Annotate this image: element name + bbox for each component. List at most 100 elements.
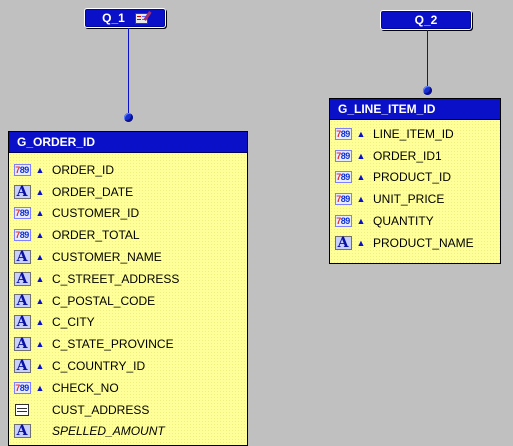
- column-row[interactable]: A ▲ ORDER_DATE: [9, 181, 247, 203]
- column-type-icon-wrap: 789: [12, 207, 32, 220]
- number-type-icon: 789: [334, 127, 352, 140]
- source-arrow-icon: ▲: [35, 382, 45, 393]
- q1-connector-dot: [124, 113, 133, 122]
- column-name: ORDER_ID: [52, 162, 115, 177]
- column-row[interactable]: A▲CUSTOMER_NAME: [9, 246, 247, 268]
- source-arrow-icon: ▲: [356, 194, 366, 205]
- column-type-icon-wrap: A: [333, 235, 353, 250]
- column-row[interactable]: 789 ▲ UNIT_PRICE: [330, 188, 500, 210]
- query-q1[interactable]: Q_1: [84, 8, 166, 28]
- column-row[interactable]: 789▲ORDER_ID1: [330, 145, 500, 167]
- column-type-icon-wrap: [12, 403, 32, 416]
- column-name: SPELLED_AMOUNT: [52, 424, 165, 439]
- source-arrow-icon: ▲: [356, 172, 366, 183]
- column-row[interactable]: A▲C_POSTAL_CODE: [9, 290, 247, 312]
- character-type-icon: A: [13, 293, 31, 308]
- source-arrow-icon: ▲: [356, 128, 366, 139]
- column-type-icon-wrap: 789: [333, 171, 353, 184]
- column-name: ORDER_TOTAL: [52, 228, 140, 243]
- column-row[interactable]: 789 ▲ CUSTOMER_ID: [9, 203, 247, 225]
- column-row[interactable]: 789 ▲ CHECK_NO: [9, 377, 247, 399]
- source-arrow-icon: ▲: [35, 317, 45, 328]
- number-type-icon: 789: [13, 163, 31, 176]
- column-name: PRODUCT_NAME: [373, 235, 474, 250]
- character-type-icon: A: [13, 337, 31, 352]
- column-type-icon-wrap: A: [12, 337, 32, 352]
- source-arrow-icon: ▲: [35, 208, 45, 219]
- column-name: C_STATE_PROVINCE: [52, 337, 174, 352]
- number-type-icon: 789: [13, 207, 31, 220]
- q1-connector-line: [128, 28, 129, 116]
- column-name: QUANTITY: [373, 214, 434, 229]
- query-q2[interactable]: Q_2: [380, 10, 472, 30]
- q2-connector-line: [427, 30, 428, 90]
- column-name: UNIT_PRICE: [373, 192, 445, 207]
- column-type-icon-wrap: A: [12, 315, 32, 330]
- column-type-icon-wrap: A: [12, 184, 32, 199]
- record-type-icon: [15, 403, 29, 416]
- column-type-icon-wrap: 789: [12, 381, 32, 394]
- number-type-icon: 789: [334, 215, 352, 228]
- column-name: CUSTOMER_ID: [52, 206, 140, 221]
- column-name: ORDER_DATE: [52, 184, 134, 199]
- column-name: CHECK_NO: [52, 380, 119, 395]
- column-type-icon-wrap: 789: [333, 193, 353, 206]
- source-arrow-icon: ▲: [35, 230, 45, 241]
- column-name: C_CITY: [52, 315, 95, 330]
- column-row[interactable]: A ▲ C_CITY: [9, 312, 247, 334]
- column-name: LINE_ITEM_ID: [373, 126, 454, 141]
- source-arrow-icon: ▲: [35, 339, 45, 350]
- number-type-icon: 789: [13, 381, 31, 394]
- group-order-id[interactable]: G_ORDER_ID 789 ▲ ORDER_ID A ▲ ORDER_DATE 789 ▲ C…: [8, 131, 248, 446]
- column-name: PRODUCT_ID: [373, 170, 452, 185]
- column-type-icon-wrap: 789: [12, 229, 32, 242]
- column-row[interactable]: 789 ▲ LINE_ITEM_ID: [330, 123, 500, 145]
- number-type-icon: 789: [334, 149, 352, 162]
- source-arrow-icon: ▲: [35, 252, 45, 263]
- character-type-icon: A: [13, 315, 31, 330]
- column-type-icon-wrap: A: [12, 359, 32, 374]
- column-row[interactable]: A ▲ PRODUCT_NAME: [330, 232, 500, 254]
- source-arrow-icon: ▲: [356, 237, 366, 248]
- column-type-icon-wrap: 789: [333, 127, 353, 140]
- character-type-icon: A: [13, 184, 31, 199]
- column-row[interactable]: CUST_ADDRESS: [9, 399, 247, 421]
- character-type-icon: A: [13, 359, 31, 374]
- column-name: C_COUNTRY_ID: [52, 359, 146, 374]
- character-type-icon: A: [13, 424, 31, 439]
- query-q1-label: Q_1: [102, 11, 125, 25]
- character-type-icon: A: [334, 235, 352, 250]
- group-order-id-title[interactable]: G_ORDER_ID: [9, 132, 247, 153]
- group-line-item-id-title[interactable]: G_LINE_ITEM_ID: [330, 99, 500, 120]
- source-arrow-icon: ▲: [35, 361, 45, 372]
- column-name: C_STREET_ADDRESS: [52, 271, 180, 286]
- number-type-icon: 789: [13, 229, 31, 242]
- source-arrow-icon: ▲: [356, 150, 366, 161]
- character-type-icon: A: [13, 250, 31, 265]
- column-type-icon-wrap: A: [12, 293, 32, 308]
- column-row[interactable]: 789 ▲ QUANTITY: [330, 210, 500, 232]
- character-type-icon: A: [13, 271, 31, 286]
- column-row[interactable]: 789 ▲ ORDER_ID: [9, 159, 247, 181]
- q2-connector-dot: [423, 86, 432, 95]
- source-arrow-icon: ▲: [356, 216, 366, 227]
- column-row[interactable]: 789▲ PRODUCT_ID: [330, 167, 500, 189]
- column-row[interactable]: 789 ▲ ORDER_TOTAL: [9, 224, 247, 246]
- column-type-icon-wrap: A: [12, 424, 32, 439]
- source-arrow-icon: ▲: [35, 295, 45, 306]
- column-type-icon-wrap: A: [12, 250, 32, 265]
- column-row[interactable]: A ▲ C_STREET_ADDRESS: [9, 268, 247, 290]
- column-row[interactable]: A ▲ C_STATE_PROVINCE: [9, 333, 247, 355]
- column-row[interactable]: A ▲ C_COUNTRY_ID: [9, 355, 247, 377]
- sql-query-icon[interactable]: [134, 12, 148, 24]
- source-arrow-icon: ▲: [35, 273, 45, 284]
- column-row[interactable]: A SPELLED_AMOUNT: [9, 421, 247, 443]
- source-arrow-icon: ▲: [35, 186, 45, 197]
- column-type-icon-wrap: 789: [333, 215, 353, 228]
- source-arrow-icon: ▲: [35, 164, 45, 175]
- number-type-icon: 789: [334, 193, 352, 206]
